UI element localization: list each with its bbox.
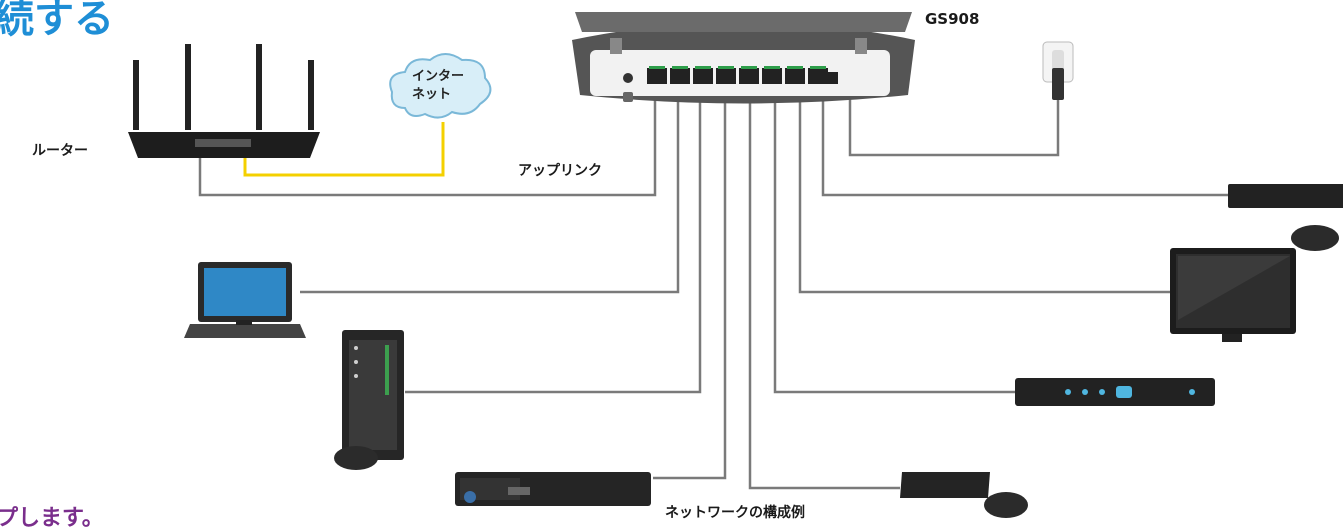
media-player-icon bbox=[1015, 378, 1215, 406]
power-outlet-icon bbox=[1042, 41, 1074, 100]
tv-icon bbox=[1170, 248, 1296, 342]
switch-label: GS908 bbox=[925, 10, 980, 28]
page-heading: 続する bbox=[0, 0, 114, 42]
tv-cable bbox=[798, 80, 1170, 294]
switch-gs908 bbox=[572, 12, 915, 104]
power-cable bbox=[848, 88, 1060, 157]
cloud-label: インター ネット bbox=[412, 69, 465, 102]
router-icon bbox=[128, 44, 320, 158]
ps4-cable bbox=[748, 80, 900, 490]
laptop-cable bbox=[300, 80, 680, 294]
internet-cable bbox=[243, 122, 445, 177]
dvd-cable bbox=[653, 80, 727, 480]
laptop-icon bbox=[184, 262, 306, 338]
game-console-ps4-icon bbox=[900, 472, 1028, 518]
media-player-cable bbox=[773, 80, 1015, 394]
pc-tower-icon bbox=[334, 330, 404, 470]
cable-group bbox=[198, 80, 1228, 490]
pc-cable bbox=[405, 80, 702, 394]
uplink-cable bbox=[198, 80, 657, 197]
game-console-xbox-icon bbox=[1228, 184, 1343, 251]
internet-cloud-icon bbox=[389, 53, 492, 119]
diagram-caption: ネットワークの構成例 bbox=[665, 505, 805, 521]
uplink-label: アップリンク bbox=[518, 163, 602, 179]
dvd-player-icon bbox=[455, 472, 651, 506]
router-label: ルーター bbox=[32, 143, 88, 159]
xbox-cable bbox=[821, 80, 1228, 197]
